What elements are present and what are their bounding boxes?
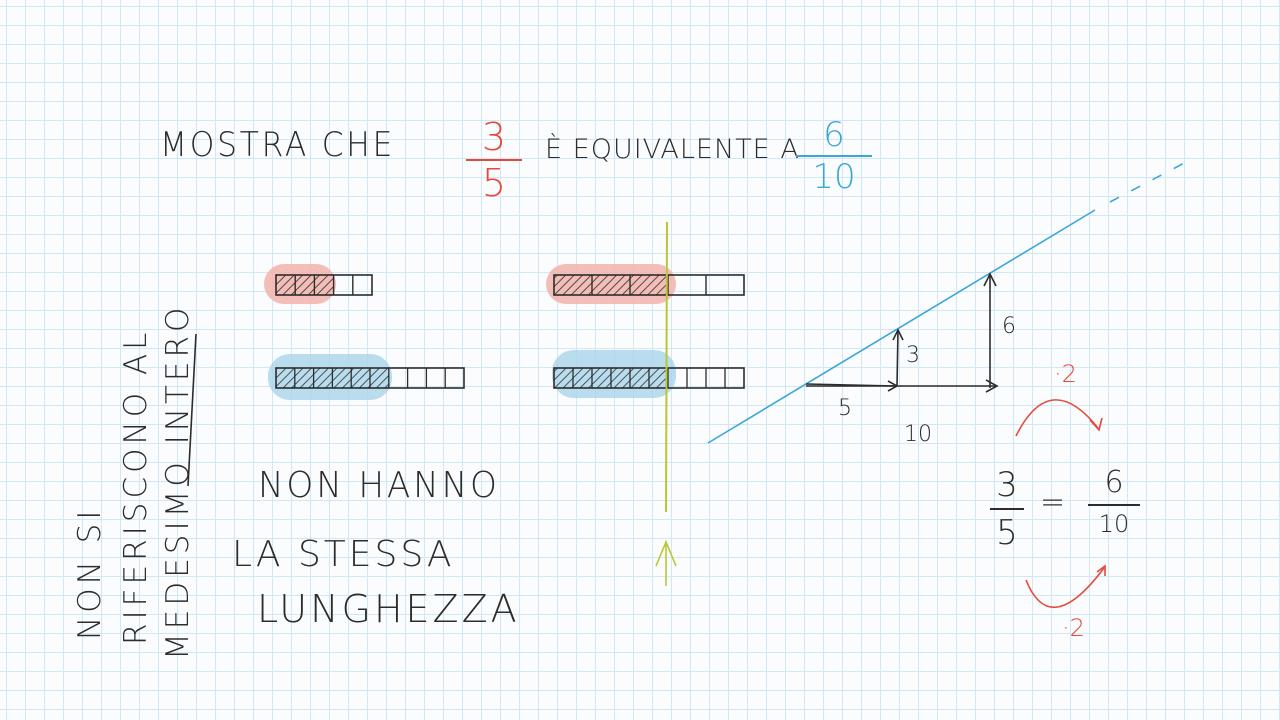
fraction-bar-tenths-short (275, 367, 465, 389)
eq-left-denominator: 5 (996, 513, 1018, 553)
red-fraction-three-fifths: 3 5 (466, 118, 522, 202)
vertical-note-line-2: RIFERISCONO AL (118, 328, 154, 645)
equation-right-fraction: 6 10 (1088, 468, 1140, 536)
multiplier-bottom-label: ·2 (1062, 614, 1085, 642)
vertical-note-line-3: MEDESIMO INTERO (160, 303, 196, 660)
instruction-text: MOSTRA CHE (160, 125, 396, 165)
length-note-line-3: LUNGHEZZA (257, 587, 520, 631)
label-run-large: 10 (904, 422, 932, 447)
fraction-bar-tenths-long (553, 367, 745, 389)
vertical-note-line-1: NON SI (72, 506, 108, 640)
eq-left-bar (990, 508, 1024, 510)
green-up-arrow (655, 539, 677, 586)
red-fraction-bar (466, 159, 522, 161)
rise-arrow-large (983, 272, 997, 388)
multiplier-arc-bottom (1025, 564, 1106, 608)
red-numerator: 3 (481, 115, 507, 159)
label-rise-large: 6 (1002, 314, 1016, 339)
label-rise-small: 3 (906, 343, 920, 368)
eq-left-numerator: 3 (996, 465, 1018, 505)
equals-sign: = (1040, 485, 1066, 520)
eq-right-bar (1088, 504, 1140, 506)
run-arrow-large (806, 379, 999, 393)
equation-left-fraction: 3 5 (990, 468, 1024, 550)
multiplier-top-label: ·2 (1054, 360, 1077, 388)
eq-right-denominator: 10 (1098, 510, 1130, 538)
length-note-line-2: LA STESSA (232, 534, 455, 575)
blue-numerator: 6 (823, 115, 845, 155)
rise-arrow-small (892, 328, 904, 387)
multiplier-arc-top (1015, 399, 1103, 437)
blue-fraction-six-tenths: 6 10 (796, 118, 872, 194)
label-run-small: 5 (838, 396, 852, 421)
note-separator-line (187, 333, 197, 487)
length-note-line-1: NON HANNO (258, 465, 500, 506)
red-denominator: 5 (481, 161, 507, 205)
eq-right-numerator: 6 (1104, 465, 1124, 500)
fraction-bar-fifths-short (275, 274, 373, 296)
equivalent-text: È EQUIVALENTE A (545, 134, 800, 165)
blue-denominator: 10 (812, 157, 856, 197)
blue-slope-line-dashed (1109, 159, 1191, 203)
blue-fraction-bar (796, 155, 872, 157)
green-divider-line (665, 221, 668, 513)
fraction-bar-fifths-long (553, 274, 745, 296)
blue-slope-line (707, 209, 1096, 444)
